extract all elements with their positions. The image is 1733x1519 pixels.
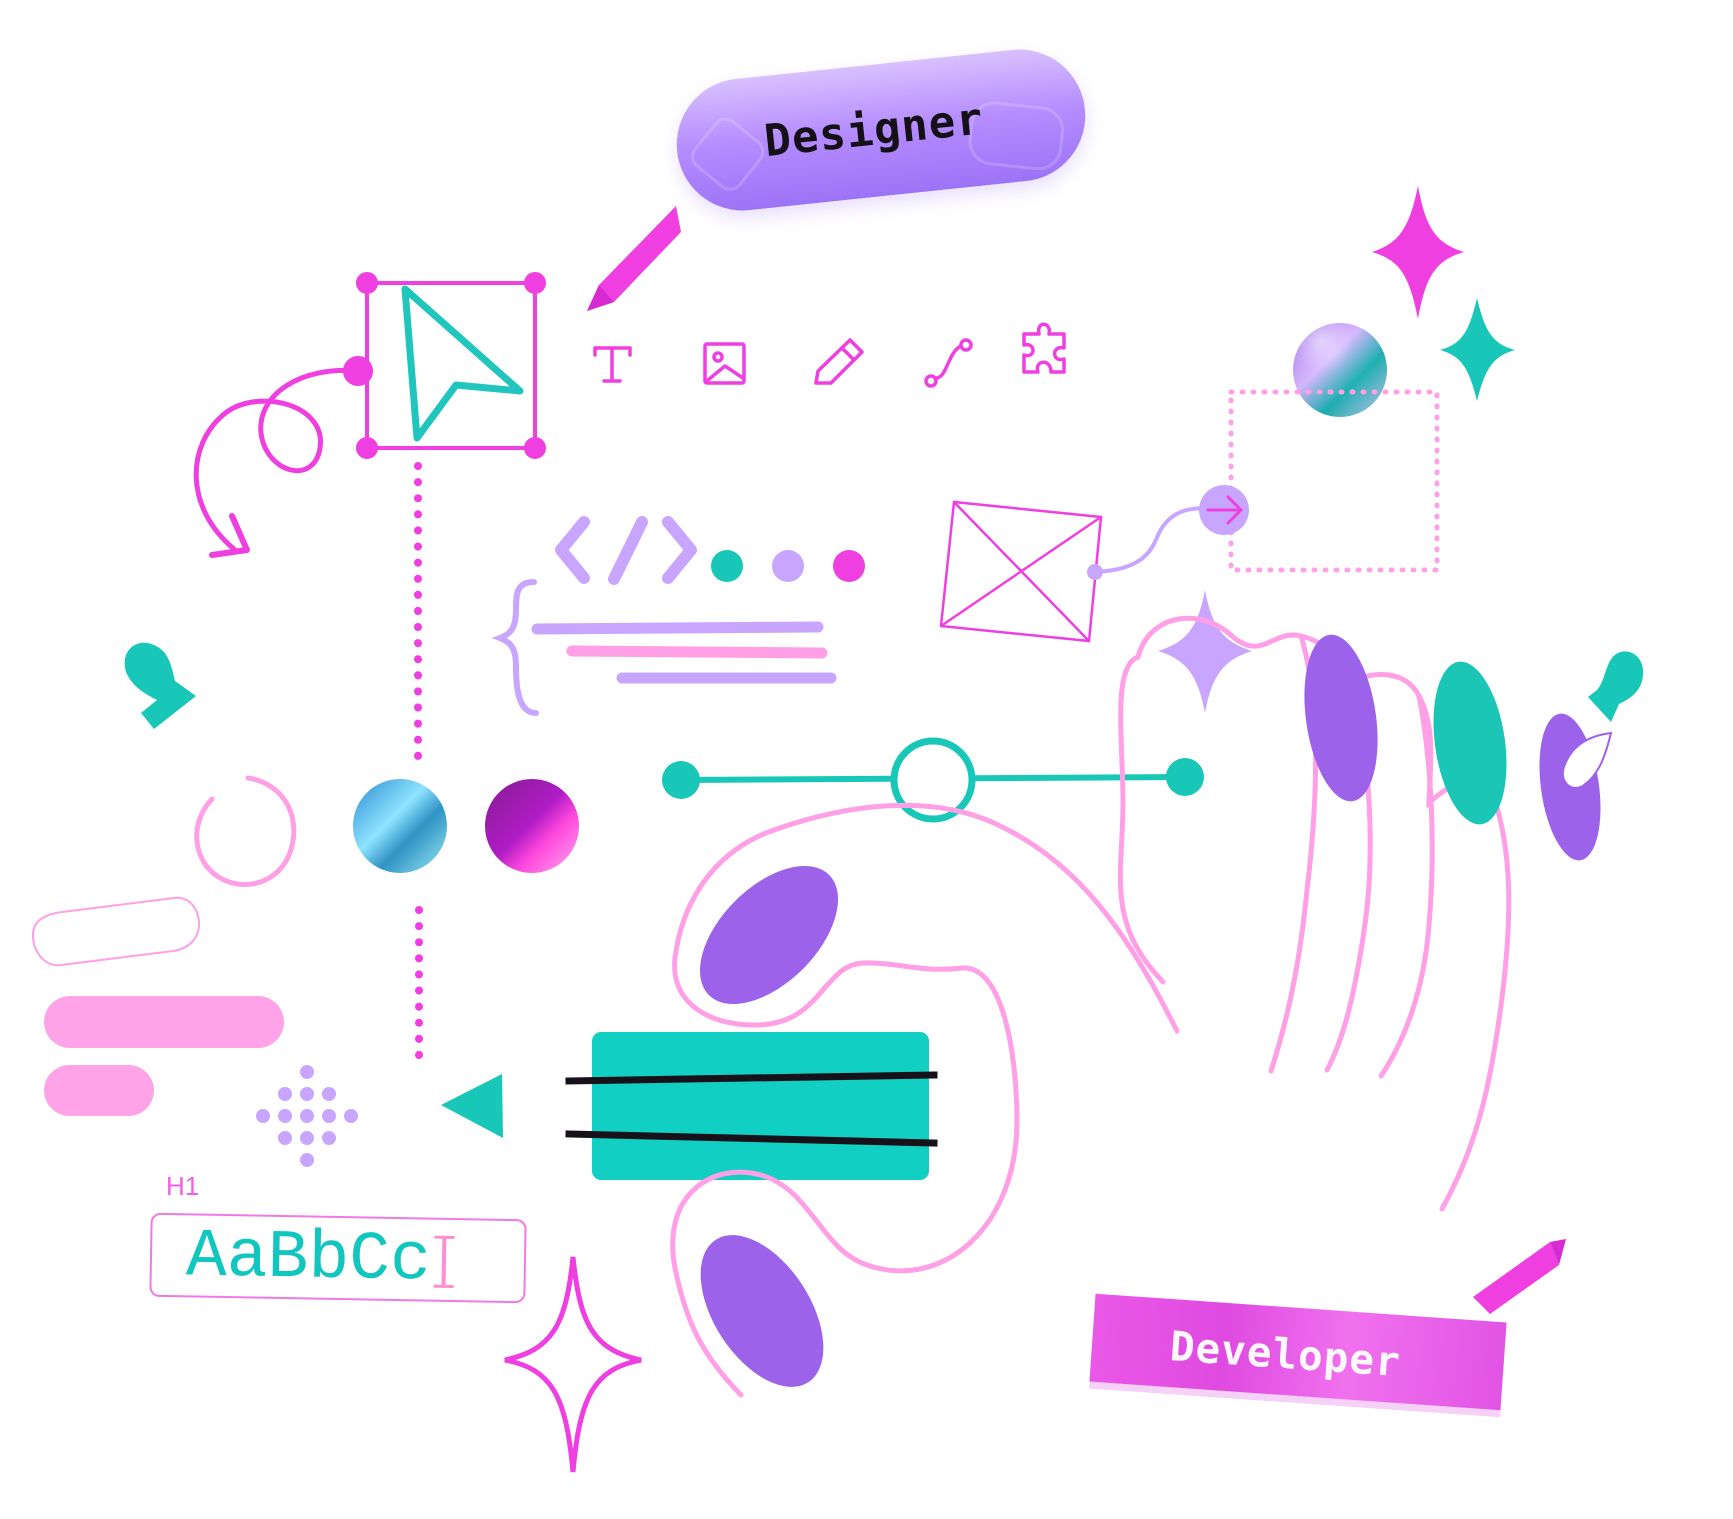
- text-cursor-icon: [441, 1235, 465, 1289]
- puzzle-plugin-icon: [1022, 322, 1066, 374]
- teal-handle-right-icon: [1588, 651, 1644, 722]
- sparkle-icon: [1372, 186, 1464, 319]
- left-pill-stack: [31, 896, 284, 1116]
- text-tool-icon: [593, 346, 632, 383]
- looped-arrow-head-icon: [209, 513, 250, 558]
- blue-gradient-swatch: [353, 779, 447, 873]
- spark-cluster-icon: [504, 186, 1515, 1473]
- dotted-selection-frame: [1228, 389, 1440, 573]
- pointer-cursor-icon: [401, 285, 524, 442]
- designer-label: Designer: [761, 93, 986, 168]
- sparkle-icon: [1158, 590, 1252, 713]
- heading-style-label: H1: [166, 1171, 200, 1201]
- nail-highlight-icon: [1561, 731, 1613, 789]
- sparkle-icon: [504, 1256, 642, 1473]
- dotted-connector: [414, 462, 423, 1072]
- dot-diamond-icon: [256, 1065, 358, 1167]
- typography-sample-box: AaBbCc: [149, 1212, 527, 1304]
- placeholder-image-icon: [939, 500, 1103, 643]
- curve-tool-icon: [924, 338, 973, 388]
- selection-frame-icon: [343, 272, 546, 459]
- curly-brace-icon: [491, 579, 539, 716]
- image-tool-icon: [703, 342, 746, 385]
- typography-sample-text: AaBbCc: [185, 1218, 432, 1300]
- bezier-anchor-line: [662, 737, 1204, 823]
- developer-label: Developer: [1168, 1322, 1403, 1387]
- code-snippet-icon: [491, 516, 865, 716]
- teal-handle-left-icon: [124, 642, 196, 729]
- pencil-tool-icon: [814, 338, 864, 385]
- connector-to-frame: [1087, 485, 1249, 580]
- sparkle-icon: [1440, 298, 1515, 401]
- magenta-gradient-swatch: [485, 779, 579, 873]
- looped-arrow-icon: [193, 367, 361, 552]
- gradient-orb: [1293, 323, 1387, 417]
- triangle-pointer-icon: [441, 1074, 503, 1138]
- code-brackets-icon: [555, 516, 697, 585]
- arrow-circle-icon: [1206, 495, 1243, 525]
- hand-and-strip: [565, 615, 1613, 1398]
- toolbar-icons: [593, 322, 1066, 388]
- developer-pencil-icon: [1473, 1239, 1566, 1314]
- loading-ring-icon: [194, 775, 297, 888]
- designer-pencil-icon: [587, 206, 681, 311]
